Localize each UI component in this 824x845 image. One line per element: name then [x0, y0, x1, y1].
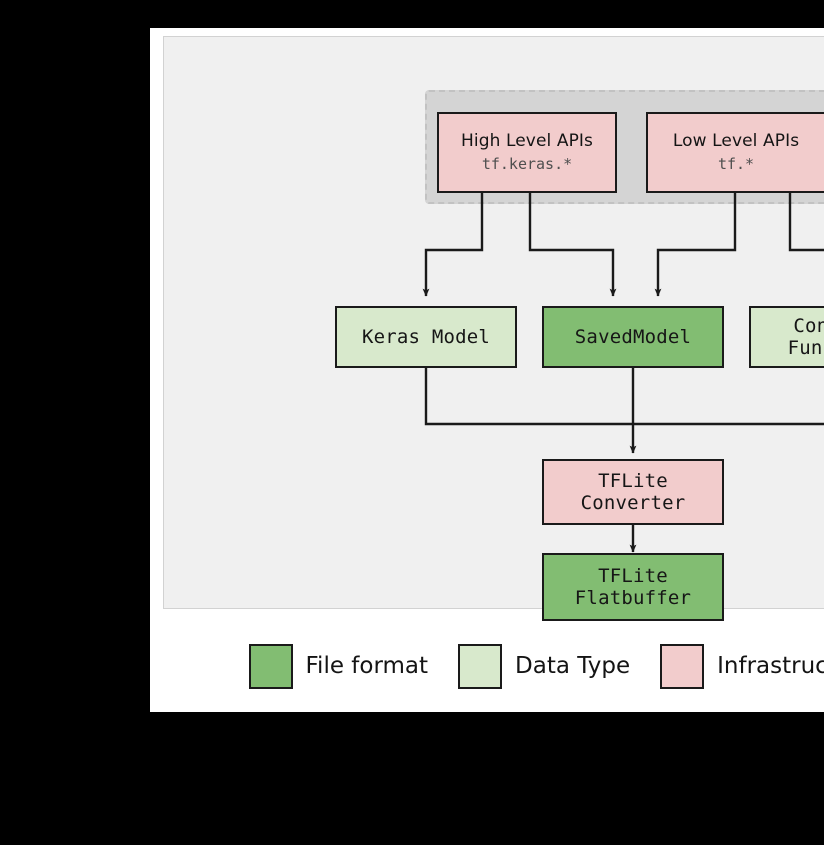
legend: File format Data Type Infrastructure: [163, 628, 824, 704]
node-low-level-apis[interactable]: Low Level APIs tf.*: [646, 112, 824, 193]
node-high-level-apis[interactable]: High Level APIs tf.keras.*: [437, 112, 617, 193]
screenshot-canvas: High Level APIs tf.keras.* Low Level API…: [150, 28, 824, 712]
node-saved-model[interactable]: SavedModel: [542, 306, 724, 368]
node-low-level-apis-title: Low Level APIs: [672, 131, 800, 152]
legend-label-infrastructure: Infrastructure: [717, 653, 824, 679]
figure-card: High Level APIs tf.keras.* Low Level API…: [150, 28, 824, 712]
node-tflite-converter-title: TFLite Converter: [580, 469, 686, 514]
node-high-level-apis-subtitle: tf.keras.*: [481, 155, 573, 174]
node-high-level-apis-title: High Level APIs: [460, 131, 593, 152]
legend-item-infrastructure: Infrastructure: [660, 643, 824, 689]
node-tflite-converter[interactable]: TFLite Converter: [542, 459, 724, 525]
legend-swatch-file-format: [248, 643, 293, 689]
node-low-level-apis-subtitle: tf.*: [717, 155, 755, 174]
node-keras-model[interactable]: Keras Model: [335, 306, 517, 368]
legend-item-file-format: File format: [248, 643, 429, 689]
legend-label-data-type: Data Type: [515, 653, 631, 679]
legend-swatch-data-type: [458, 643, 503, 689]
node-concrete-functions-title: Concrete Functions: [787, 314, 824, 359]
node-saved-model-title: SavedModel: [574, 325, 692, 348]
legend-label-file-format: File format: [305, 653, 429, 679]
node-keras-model-title: Keras Model: [361, 325, 491, 348]
legend-item-data-type: Data Type: [458, 643, 631, 689]
legend-swatch-infrastructure: [660, 643, 705, 689]
node-tflite-flatbuffer-title: TFLite Flatbuffer: [574, 564, 692, 609]
node-concrete-functions[interactable]: Concrete Functions: [749, 306, 824, 368]
node-tflite-flatbuffer[interactable]: TFLite Flatbuffer: [542, 553, 724, 621]
